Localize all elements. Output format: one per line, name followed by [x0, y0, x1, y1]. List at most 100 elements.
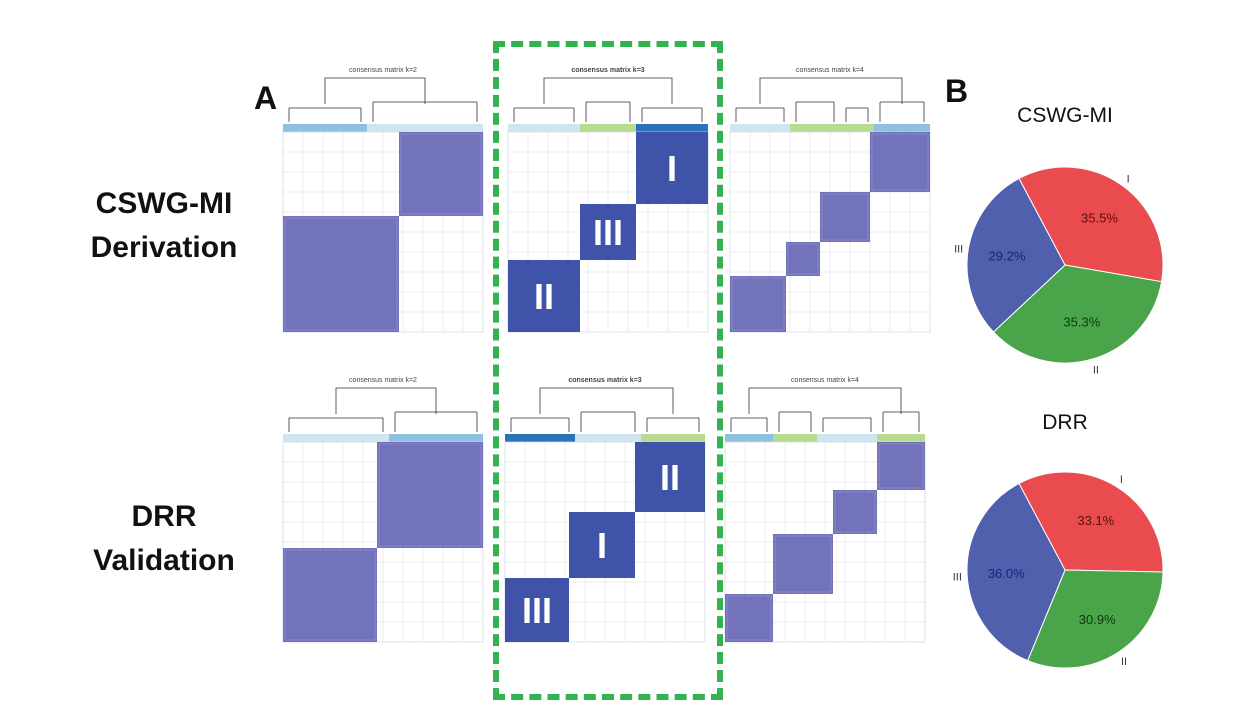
pie-percent-label: 33.1% — [1077, 513, 1114, 528]
cluster-bar-segment — [773, 434, 817, 442]
pie-slice — [992, 264, 1163, 364]
dendrogram-branch — [735, 107, 785, 122]
pie-slice-label: I — [1120, 474, 1123, 486]
matrix-title: consensus matrix k=4 — [791, 377, 859, 384]
dendrogram-branch — [513, 107, 575, 122]
dendrogram — [288, 387, 478, 432]
row-label-cswg-line2: Derivation — [90, 231, 238, 264]
row-label-drr-line2: Validation — [93, 544, 235, 577]
row-label-drr-line1: DRR — [131, 500, 197, 533]
pie-slice-label: III — [954, 243, 963, 255]
dendrogram — [730, 387, 920, 432]
pie-cswg-title: CSWG-MI — [1017, 104, 1113, 127]
consensus-block — [580, 204, 636, 260]
cluster-bar-segment — [725, 434, 773, 442]
panel-b-label: B — [945, 73, 969, 109]
dendrogram-root — [543, 77, 673, 104]
dendrogram-branch — [580, 411, 636, 432]
block-inner-edge — [284, 217, 398, 331]
consensus-block — [635, 442, 705, 512]
block-inner-edge — [821, 193, 869, 241]
cluster-bar-segment — [874, 124, 930, 132]
dendrogram — [735, 77, 925, 122]
row-label-cswg-line1: CSWG-MI — [95, 187, 233, 220]
dendrogram-branch — [510, 417, 570, 432]
pie-slice-label: II — [1093, 364, 1099, 376]
consensus-block — [725, 594, 773, 642]
pie-percent-label: 30.9% — [1079, 612, 1116, 627]
block-inner-edge — [834, 491, 876, 533]
dendrogram-branch — [288, 417, 384, 432]
row-label-drr: DRR Validation — [54, 495, 274, 583]
matrix-svg: consensus matrix k=2 — [282, 67, 484, 333]
pie-slice — [966, 482, 1066, 662]
pie-slice — [1027, 569, 1164, 669]
pie-slice-label: III — [953, 571, 962, 583]
cluster-bar-segment — [389, 434, 483, 442]
pie-drr: 33.1% I 30.9% II 36.0% III — [953, 471, 1164, 669]
matrix-drr-k2: consensus matrix k=2 — [282, 374, 484, 646]
matrix-svg: consensus matrix k=4 — [724, 377, 926, 643]
cluster-bar-segment — [508, 124, 580, 132]
consensus-block — [508, 260, 580, 332]
matrix-cswg-k4: consensus matrix k=4 — [729, 64, 931, 336]
dendrogram-branch — [585, 101, 631, 122]
consensus-block — [773, 534, 833, 594]
cluster-label: I — [597, 525, 607, 566]
pie-slice-label: I — [1127, 174, 1130, 186]
cluster-label: II — [534, 276, 554, 317]
matrix-drr-k4: consensus matrix k=4 — [724, 374, 926, 646]
cluster-bar-segment — [840, 124, 874, 132]
matrix-title: consensus matrix k=2 — [349, 377, 417, 384]
matrix-svg: consensus matrix k=2 — [282, 377, 484, 643]
dendrogram-root — [324, 77, 426, 104]
block-inner-edge — [400, 133, 482, 215]
dendrogram-branch — [641, 107, 703, 122]
dendrogram — [513, 77, 703, 122]
block-inner-edge — [787, 243, 819, 275]
dendrogram-branch — [778, 411, 812, 432]
cluster-bar-segment — [505, 434, 575, 442]
consensus-block — [877, 442, 925, 490]
cluster-bar-segment — [730, 124, 790, 132]
dendrogram-branch — [845, 107, 869, 122]
block-inner-edge — [731, 277, 785, 331]
consensus-block — [786, 242, 820, 276]
pie-percent-label: 36.0% — [988, 566, 1025, 581]
cluster-label: II — [660, 457, 680, 498]
consensus-block — [820, 192, 870, 242]
matrix-cswg-k2: consensus matrix k=2 — [282, 64, 484, 336]
consensus-block — [283, 216, 399, 332]
consensus-block — [870, 132, 930, 192]
pie-percent-label: 35.3% — [1063, 314, 1100, 329]
cluster-bar-segment — [877, 434, 925, 442]
cluster-label: I — [667, 148, 677, 189]
pie-drr-title: DRR — [1042, 411, 1088, 434]
cluster-bar-segment — [575, 434, 641, 442]
dendrogram-branch — [795, 101, 835, 122]
matrix-title: consensus matrix k=2 — [349, 67, 417, 74]
pie-slice — [1018, 471, 1164, 573]
pie-slice — [966, 177, 1066, 333]
cluster-label: III — [593, 212, 623, 253]
dendrogram-root — [748, 387, 902, 414]
consensus-block — [283, 548, 377, 642]
pie-slice-label: II — [1121, 656, 1127, 668]
cluster-bar-segment — [367, 124, 483, 132]
cluster-bar-segment — [641, 434, 705, 442]
consensus-block — [730, 276, 786, 332]
consensus-block — [399, 132, 483, 216]
consensus-block — [377, 442, 483, 548]
cluster-bar-segment — [283, 434, 389, 442]
dendrogram-root — [759, 77, 903, 104]
cluster-bar-segment — [636, 124, 708, 132]
dendrogram-root — [539, 387, 674, 414]
matrix-title: consensus matrix k=3 — [568, 377, 641, 384]
pie-slice — [1018, 166, 1164, 283]
pie-percent-label: 35.5% — [1081, 210, 1118, 225]
dendrogram — [288, 77, 478, 122]
block-inner-edge — [878, 443, 924, 489]
